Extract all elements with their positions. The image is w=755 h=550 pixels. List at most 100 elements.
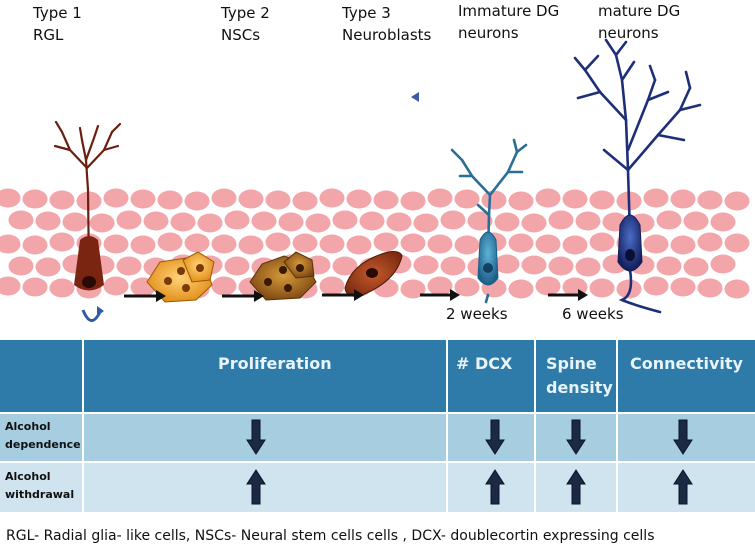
tissue-cell [670,189,696,209]
tissue-cell [22,277,48,297]
tissue-cell [319,276,345,296]
timepoint-2-weeks: 2 weeks [446,305,508,323]
tissue-cell [170,212,196,232]
table-header-row [0,340,755,412]
tissue-cell [400,233,426,253]
tissue-cell [683,257,709,277]
tissue-cell [319,188,345,208]
tissue-cell [35,211,61,231]
tissue-cell [643,234,669,254]
arrow-up-icon [485,469,505,505]
tissue-cell [62,212,88,232]
tissue-cell [35,257,61,277]
tissue-cell [454,189,480,209]
tissue-cell [116,256,142,276]
arrow-up-icon [566,469,586,505]
tissue-cell [346,189,372,209]
tissue-cell [656,210,682,230]
tissue-cell [548,210,574,230]
tissue-cell [521,255,547,275]
tissue-cell [724,191,750,211]
tissue-cell [130,189,156,209]
tissue-cell [251,211,277,231]
tissue-cell [548,256,574,276]
tissue-cell [454,277,480,297]
tissue-cell [89,213,115,233]
tissue-cell [103,234,129,254]
tissue-cell [562,235,588,255]
tissue-cell [332,256,358,276]
tissue-cell [535,234,561,254]
tissue-cell [710,212,736,232]
tissue-cell [359,211,385,231]
tissue-cell [22,235,48,255]
tissue-cell [224,256,250,276]
tissue-cell [143,211,169,231]
tissue-cell [440,210,466,230]
header-spine-density: Spine density [546,354,613,397]
tissue-cell [427,188,453,208]
tissue-cell [373,232,399,252]
tissue-cell [197,213,223,233]
tissue-cell [278,212,304,232]
tissue-cell [184,191,210,211]
tissue-cell [103,276,129,296]
tissue-cell [400,191,426,211]
timepoint-6-weeks: 6 weeks [562,305,624,323]
tissue-cell [238,189,264,209]
tissue-cell [238,235,264,255]
header-dcx: # DCX [456,354,513,373]
progression-arrows [124,289,588,302]
neurogenesis-diagram [0,38,750,322]
tissue-cell [116,210,142,230]
tissue-cell [670,235,696,255]
tissue-cell [130,235,156,255]
table-row-dependence [0,412,755,462]
tissue-cell [413,213,439,233]
tissue-cell [211,188,237,208]
tissue-cell [521,213,547,233]
row-label-dependence: Alcohol dependence [5,420,81,451]
tissue-cell [373,190,399,210]
tissue-cell [211,234,237,254]
arrow-right-icon [124,290,166,302]
tissue-cell [508,233,534,253]
tissue-cell [697,278,723,298]
tissue-cell [697,232,723,252]
tissue-cell [224,210,250,230]
tissue-cell [0,188,21,208]
tissue-cell [494,254,520,274]
tissue-cell [670,277,696,297]
tissue-cell [157,232,183,252]
tissue-cell [265,232,291,252]
tissue-cell [332,210,358,230]
tissue-cell [400,279,426,299]
tissue-cell [440,256,466,276]
tissue-cell [386,212,412,232]
tissue-cell [184,233,210,253]
tissue-cell [49,232,75,252]
tissue-cell [292,233,318,253]
tissue-cell [508,279,534,299]
tissue-cell [724,279,750,299]
arrow-right-icon [222,290,264,302]
tissue-cell [49,190,75,210]
tissue-cell [697,190,723,210]
header-connectivity: Connectivity [630,354,743,373]
tissue-cell [467,211,493,231]
arrow-down-icon [485,419,505,455]
pointer-triangle-icon [411,92,419,102]
tissue-cell [724,233,750,253]
arrow-right-icon [322,289,364,301]
tissue-cell [103,188,129,208]
tissue-cell [656,256,682,276]
header-proliferation: Proliferation [218,354,332,373]
tissue-cell [413,255,439,275]
arrow-right-icon [548,289,588,301]
tissue-cell [427,276,453,296]
tissue-cell [643,188,669,208]
